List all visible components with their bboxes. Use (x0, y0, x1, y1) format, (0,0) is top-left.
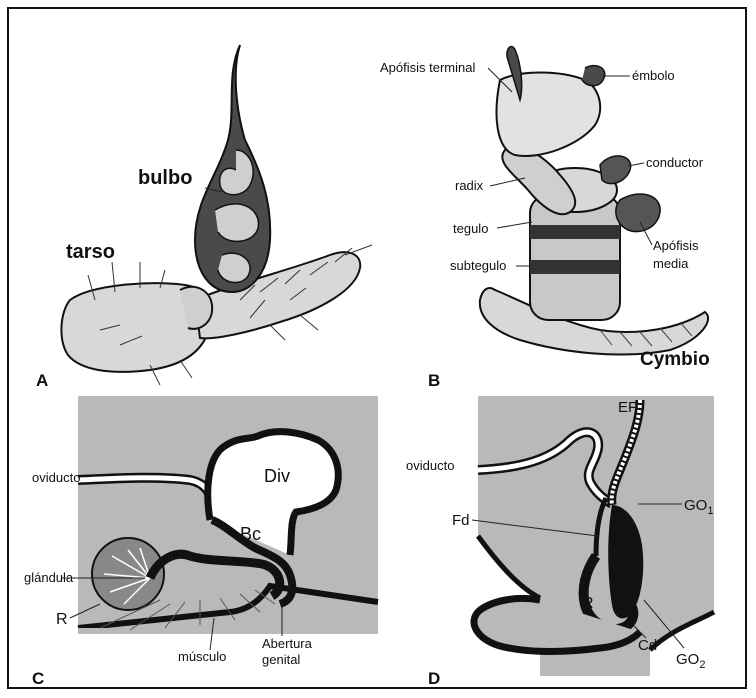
panel-letter-a: A (36, 371, 48, 390)
label-subtegulo: subtegulo (450, 258, 506, 273)
label-embolo: émbolo (632, 68, 675, 83)
label-bc: Bc (240, 524, 261, 544)
panel-letter-b: B (428, 371, 440, 390)
panel-c: oviducto Div Bc glándula R músculo Abert… (24, 396, 378, 688)
panel-d: EF oviducto GO1 Fd R Cd GO2 D (406, 396, 714, 688)
label-fd: Fd (452, 512, 470, 529)
label-cd: Cd (638, 637, 657, 654)
label-ef: EF (618, 399, 637, 416)
label-conductor: conductor (646, 155, 704, 170)
label-tarso: tarso (66, 241, 115, 263)
subtegulo-band (530, 260, 620, 274)
label-radix: radix (455, 178, 484, 193)
conductor-shape (600, 156, 631, 184)
panel-letter-d: D (428, 669, 440, 688)
label-tegulo: tegulo (453, 221, 488, 236)
panel-b: Apófisis terminal émbolo conductor radix… (380, 47, 710, 390)
label-bulbo: bulbo (138, 167, 192, 189)
label-abertura-1: Abertura (262, 636, 313, 651)
panel-a: bulbo tarso A (36, 45, 372, 390)
label-apofisis-media-1: Apófisis (653, 238, 699, 253)
label-div: Div (264, 466, 290, 486)
label-oviducto-c: oviducto (32, 470, 80, 485)
label-apofisis-media-2: media (653, 256, 689, 271)
label-r-d: R (582, 595, 594, 612)
embolo-shape (582, 66, 605, 86)
label-musculo: músculo (178, 649, 226, 664)
label-cymbio: Cymbio (640, 349, 710, 370)
tegulo-band (530, 225, 620, 239)
panel-letter-c: C (32, 669, 44, 688)
label-oviducto-d: oviducto (406, 458, 454, 473)
label-r-c: R (56, 611, 68, 628)
leader-tegulo (497, 222, 532, 228)
terminal-apophysis-shape (496, 73, 600, 156)
label-apofisis-terminal: Apófisis terminal (380, 60, 475, 75)
tegulo-shape (530, 195, 620, 320)
wall-fill-c (78, 628, 378, 634)
apofisis-media-shape (616, 194, 660, 232)
label-abertura-2: genital (262, 652, 300, 667)
